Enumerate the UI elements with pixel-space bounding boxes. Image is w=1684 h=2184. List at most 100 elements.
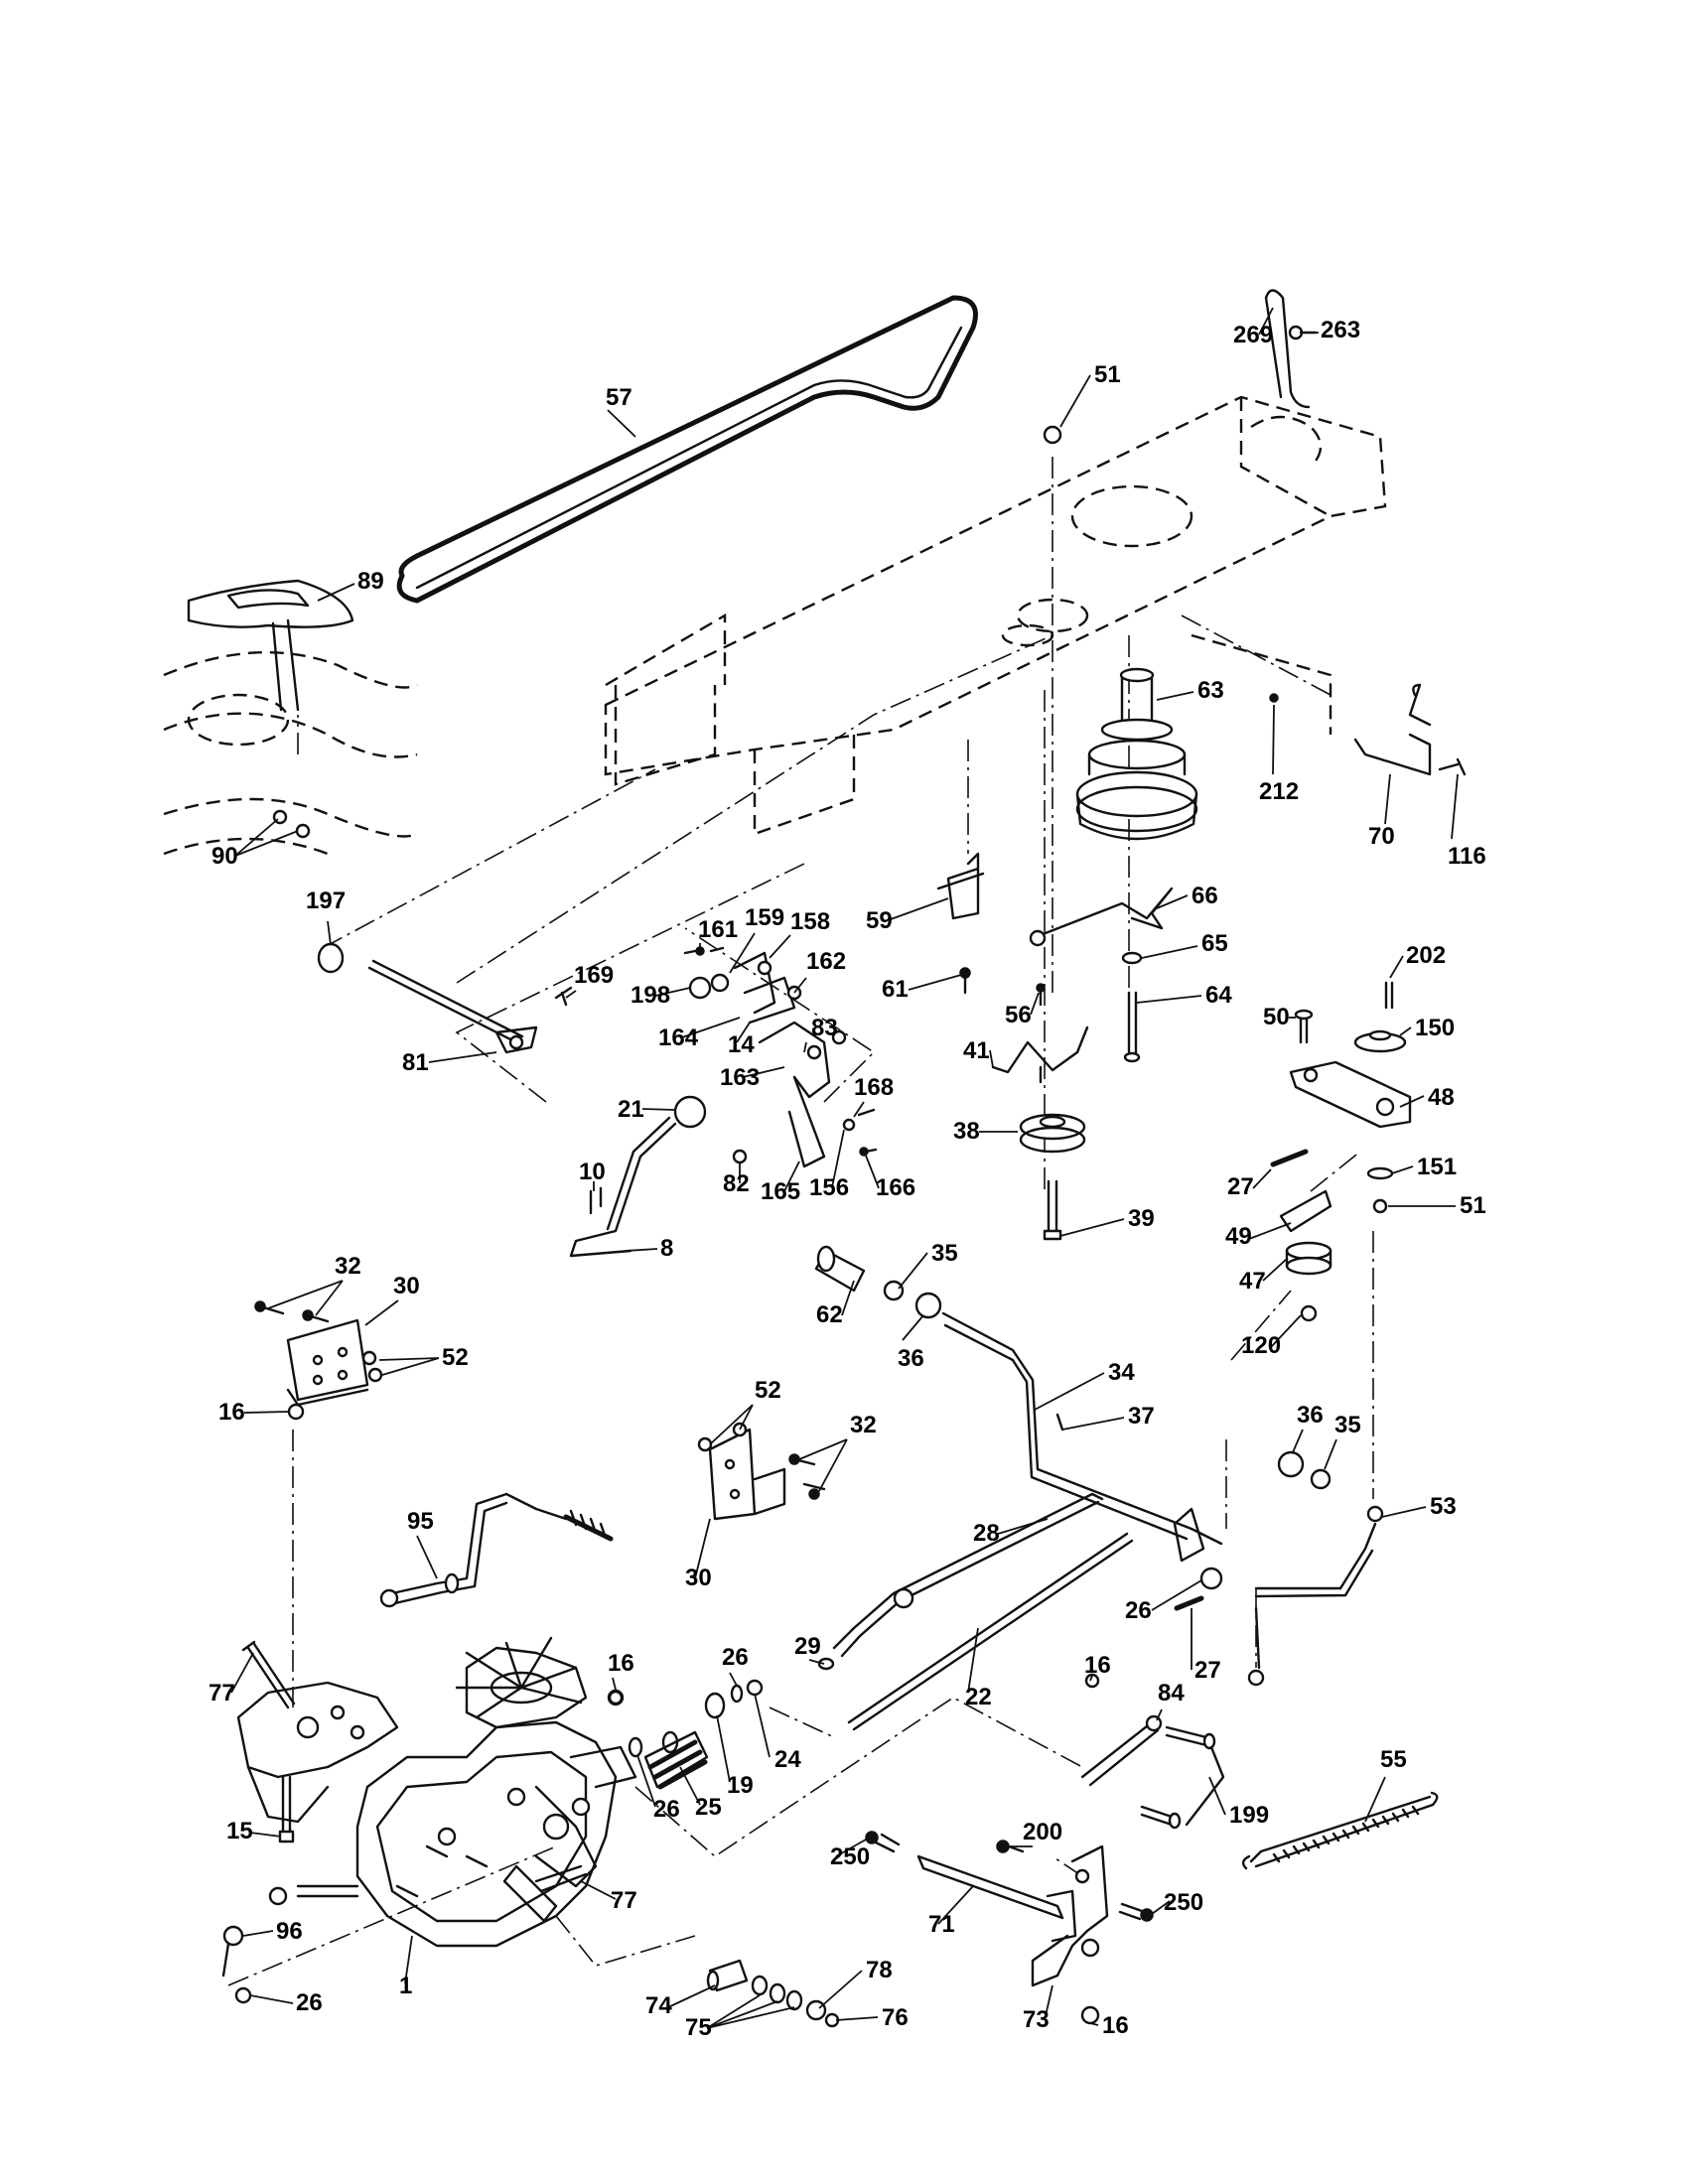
part-callout-75: 75 [685,2014,712,2041]
part-callout-16: 16 [1102,2012,1129,2039]
part-callout-202: 202 [1406,942,1446,969]
part-callout-269: 269 [1233,322,1273,348]
part-callout-158: 158 [790,908,830,935]
part-callout-263: 263 [1321,317,1360,343]
chassis-frame [604,395,1387,836]
part-callout-55: 55 [1380,1746,1407,1773]
bracket-59 [936,852,985,920]
idler-pulley [1075,667,1198,841]
part-callout-26: 26 [1125,1597,1152,1624]
part-callout-16: 16 [218,1399,245,1426]
rod-53 [1254,1522,1377,1598]
part-callout-26: 26 [722,1644,749,1671]
bolt-212 [1269,693,1279,703]
part-callout-39: 39 [1128,1205,1155,1232]
leader-lines [230,307,1459,2029]
part-callout-28: 28 [973,1520,1000,1547]
part-callout-27: 27 [1194,1657,1221,1684]
part-callout-73: 73 [1023,2006,1050,2033]
part-callout-169: 169 [574,962,614,989]
part-callout-250: 250 [830,1843,870,1870]
center-lines [227,457,1374,1986]
part-callout-65: 65 [1201,930,1228,957]
spring-55 [1241,1791,1439,1870]
bolt-15 [278,1775,295,1843]
part-callout-35: 35 [931,1240,958,1267]
part-callout-95: 95 [407,1508,434,1535]
part-callout-59: 59 [866,907,893,934]
part-callout-32: 32 [850,1412,877,1438]
part-callout-16: 16 [608,1650,634,1677]
part-callout-8: 8 [660,1235,673,1262]
part-callout-37: 37 [1128,1403,1155,1430]
part-callout-10: 10 [579,1159,606,1185]
transaxle [236,1636,637,1948]
bolt-64 [1123,991,1141,1063]
part-callout-15: 15 [226,1818,253,1844]
washer-65 [1121,951,1143,965]
shift-rod-95 [379,1492,614,1608]
bracket-30-left [254,1300,383,1421]
part-callout-63: 63 [1197,677,1224,704]
part-callout-19: 19 [727,1772,754,1799]
part-callout-71: 71 [928,1911,955,1938]
part-callout-36: 36 [1297,1402,1324,1429]
part-callout-90: 90 [211,843,238,870]
part-callout-200: 200 [1023,1819,1062,1845]
hairpin-rod [1264,289,1318,409]
wire-link [991,1025,1089,1084]
part-callout-34: 34 [1108,1359,1135,1386]
pulley-38 [1019,1113,1086,1154]
part-callout-161: 161 [698,916,738,943]
bolt-61 [959,967,971,979]
part-callout-52: 52 [755,1377,781,1404]
part-callout-162: 162 [806,948,846,975]
shaft-77-left [241,1640,296,1709]
body-panel [163,650,418,856]
part-callout-1: 1 [399,1973,412,1999]
part-callout-47: 47 [1239,1268,1266,1295]
part-callout-24: 24 [774,1746,801,1773]
shaft-77-lower [534,1864,588,1893]
wire-bracket [1353,683,1467,776]
part-callout-83: 83 [811,1015,838,1041]
part-callout-57: 57 [606,384,632,411]
part-callout-53: 53 [1430,1493,1457,1520]
part-callout-84: 84 [1158,1680,1185,1706]
part-callout-77: 77 [209,1680,235,1706]
part-callout-50: 50 [1263,1004,1290,1030]
part-callout-89: 89 [357,568,384,595]
bolt-27-upper [1270,1149,1309,1167]
part-callout-81: 81 [402,1049,429,1076]
part-callout-62: 62 [816,1301,843,1328]
plate-48 [1289,981,1412,1214]
part-callout-96: 96 [276,1918,303,1945]
part-callout-51: 51 [1094,361,1121,388]
bushing-stack [706,1959,840,2028]
part-callout-150: 150 [1415,1015,1455,1041]
part-callout-21: 21 [618,1096,644,1123]
clevis-pin-96 [221,1925,252,2004]
part-callout-163: 163 [720,1064,760,1091]
nut-top [1043,425,1062,445]
shift-lever [569,1095,707,1258]
idler-arm [1029,887,1174,947]
part-callout-38: 38 [953,1118,980,1145]
part-callout-16: 16 [1084,1652,1111,1679]
part-callout-14: 14 [728,1031,755,1058]
part-callout-66: 66 [1192,883,1218,909]
part-callout-51: 51 [1460,1192,1486,1219]
part-callout-36: 36 [898,1345,924,1372]
part-callout-26: 26 [653,1796,680,1823]
link-84 [1080,1673,1225,1830]
part-callout-64: 64 [1205,982,1232,1009]
part-callout-165: 165 [761,1178,800,1205]
part-callout-120: 120 [1241,1332,1281,1359]
part-callout-48: 48 [1428,1084,1455,1111]
part-callout-156: 156 [809,1174,849,1201]
drive-belt [396,295,978,604]
nut-16-top [608,1690,624,1706]
part-callout-82: 82 [723,1170,750,1197]
